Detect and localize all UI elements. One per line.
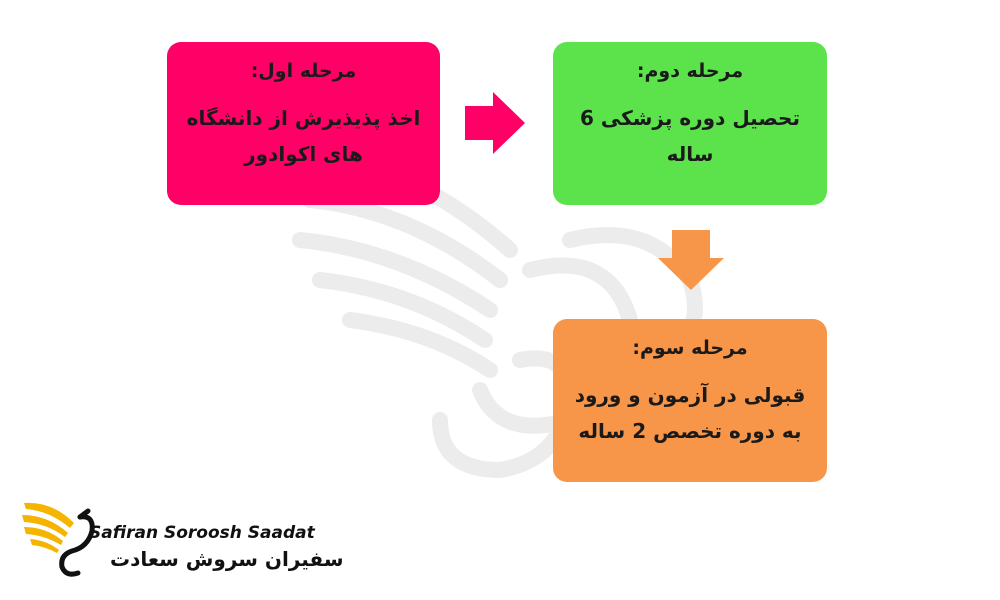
logo-swan <box>59 508 95 577</box>
wing-swan-logo-icon <box>22 502 95 577</box>
arrow-right-shape <box>465 92 525 154</box>
stage-2-title: مرحله دوم: <box>636 60 744 82</box>
stage-1-box: مرحله اول: اخذ پذیذیرش از دانشگاه های اک… <box>167 42 440 205</box>
stage-2-text: تحصیل دوره پزشکی 6 ساله <box>580 106 800 166</box>
stage-1-title: مرحله اول: <box>250 60 357 82</box>
stage-2-box: مرحله دوم: تحصیل دوره پزشکی 6 ساله <box>553 42 827 205</box>
arrow-down-icon <box>658 230 724 290</box>
stage-3-text: قبولی در آزمون و ورود به دوره تخصص 2 سال… <box>574 383 806 443</box>
stage-3-title: مرحله سوم: <box>632 337 748 359</box>
logo-name-english: Safiran Soroosh Saadat <box>89 523 315 543</box>
arrow-right-icon <box>465 92 525 154</box>
stage-3-box: مرحله سوم: قبولی در آزمون و ورود به دوره… <box>553 319 827 482</box>
stage-1-text: اخذ پذیذیرش از دانشگاه های اکوادور <box>186 106 421 166</box>
logo-wing <box>22 502 74 553</box>
company-logo: Safiran Soroosh Saadat سفیران سروش سعادت <box>22 495 344 585</box>
logo-name-persian: سفیران سروش سعادت <box>110 547 344 571</box>
arrow-down-shape <box>658 230 724 290</box>
